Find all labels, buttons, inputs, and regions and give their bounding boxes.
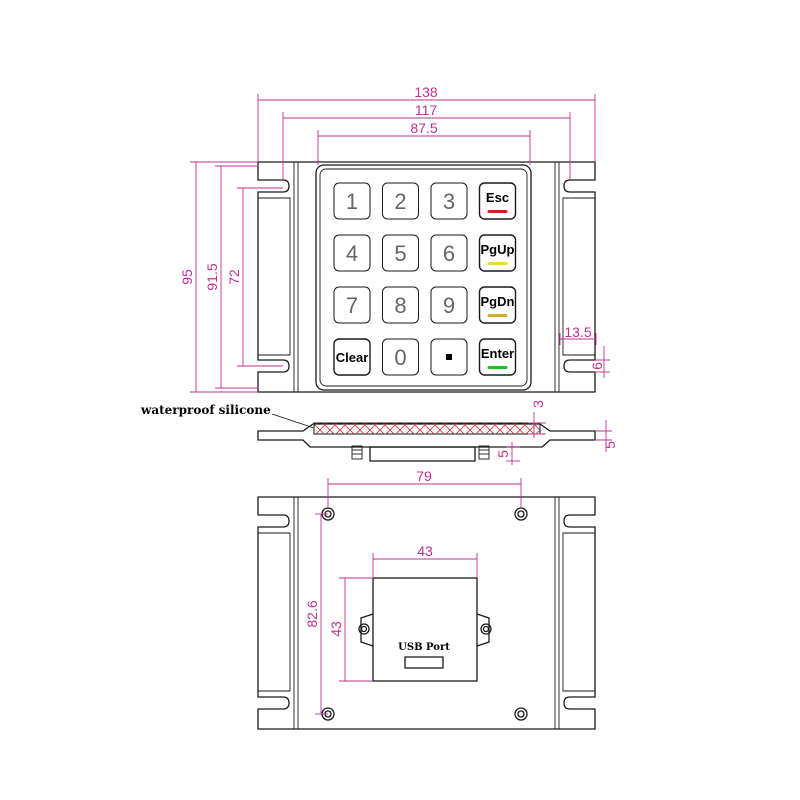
dim-box-width: 43 — [417, 543, 433, 559]
dim-box-height: 43 — [328, 621, 344, 637]
key-label: 0 — [394, 345, 406, 370]
key-label: 2 — [394, 189, 406, 214]
key-indicator-bar — [487, 262, 508, 265]
usb-module-box — [372, 577, 478, 682]
key-pgup[interactable]: PgUp — [478, 234, 517, 272]
key-label: PgUp — [481, 242, 515, 257]
key-label: 8 — [394, 293, 406, 318]
key-label: Enter — [481, 346, 514, 361]
key-label: PgDn — [481, 294, 515, 309]
key-label: 1 — [346, 189, 358, 214]
key-label: 5 — [394, 241, 406, 266]
side-view: waterproof silicone — [140, 403, 596, 462]
dim-mount-width: 117 — [415, 102, 438, 118]
side-connector-right — [478, 445, 490, 460]
usb-port-label: USB Port — [398, 642, 450, 653]
dot-symbol — [446, 354, 452, 360]
dim-plate-thickness: 5 — [602, 441, 618, 449]
dim-overall-width: 138 — [414, 84, 438, 100]
front-dimensions: 138 117 87.5 95 91.5 72 13.5 6 — [179, 84, 610, 393]
dim-top-thickness: 3 — [530, 400, 546, 408]
key-label: Clear — [336, 350, 369, 365]
side-rear-box — [369, 446, 476, 462]
dim-slot-width: 13.5 — [564, 324, 591, 340]
dim-keypad-width: 87.5 — [410, 120, 437, 136]
dim-slot-height: 6 — [589, 362, 605, 370]
key-8[interactable]: 8 — [382, 286, 419, 324]
box-screw — [480, 623, 492, 635]
dim-hole-spacing-x: 79 — [416, 468, 432, 484]
back-right-slot — [562, 532, 595, 692]
key-5[interactable]: 5 — [382, 234, 419, 272]
key-label: 7 — [346, 293, 358, 318]
mounting-hole — [514, 507, 528, 521]
keypad-body — [315, 164, 532, 391]
dim-hole-spacing-y: 82.6 — [304, 600, 320, 627]
key-esc[interactable]: Esc — [478, 182, 517, 220]
key-label: 4 — [346, 241, 358, 266]
key-clear[interactable]: Clear — [333, 338, 371, 376]
box-screw — [358, 623, 370, 635]
waterproof-silicone-label: waterproof silicone — [140, 403, 271, 417]
key-enter[interactable]: Enter — [478, 338, 517, 376]
key-3[interactable]: 3 — [430, 182, 468, 220]
usb-box-right-ear — [476, 613, 490, 647]
key-label: 6 — [443, 241, 455, 266]
key-indicator-bar — [487, 314, 508, 317]
left-mounting-slot — [258, 197, 291, 356]
key-indicator-bar — [487, 366, 508, 369]
right-mounting-slot — [562, 197, 595, 356]
key-7[interactable]: 7 — [333, 286, 371, 324]
key-dot[interactable] — [430, 338, 468, 376]
back-dimensions: 79 43 82.6 43 — [304, 468, 522, 715]
keypad-inner-border — [319, 168, 528, 387]
key-6[interactable]: 6 — [430, 234, 468, 272]
key-pgdn[interactable]: PgDn — [478, 286, 517, 324]
key-1[interactable]: 1 — [333, 182, 371, 220]
dim-keypad-height: 72 — [226, 269, 242, 285]
side-dimensions: 3 5 5 — [495, 400, 618, 465]
key-0[interactable]: 0 — [382, 338, 419, 376]
dim-mount-height: 91.5 — [204, 263, 220, 290]
key-label: 9 — [443, 293, 455, 318]
side-connector-left — [351, 445, 363, 460]
dim-overall-height: 95 — [179, 269, 195, 285]
waterproof-silicone-layer — [313, 422, 541, 435]
mounting-hole — [514, 707, 528, 721]
key-9[interactable]: 9 — [430, 286, 468, 324]
key-label: Esc — [486, 190, 509, 205]
dim-rear-depth: 5 — [495, 450, 511, 458]
back-mounting-plate — [257, 496, 596, 730]
key-2[interactable]: 2 — [382, 182, 419, 220]
key-4[interactable]: 4 — [333, 234, 371, 272]
front-mounting-plate — [257, 161, 596, 393]
key-indicator-bar — [487, 210, 508, 213]
key-label: 3 — [443, 189, 455, 214]
back-left-slot — [258, 532, 291, 692]
usb-box-left-ear — [360, 613, 374, 647]
usb-port — [404, 656, 444, 669]
